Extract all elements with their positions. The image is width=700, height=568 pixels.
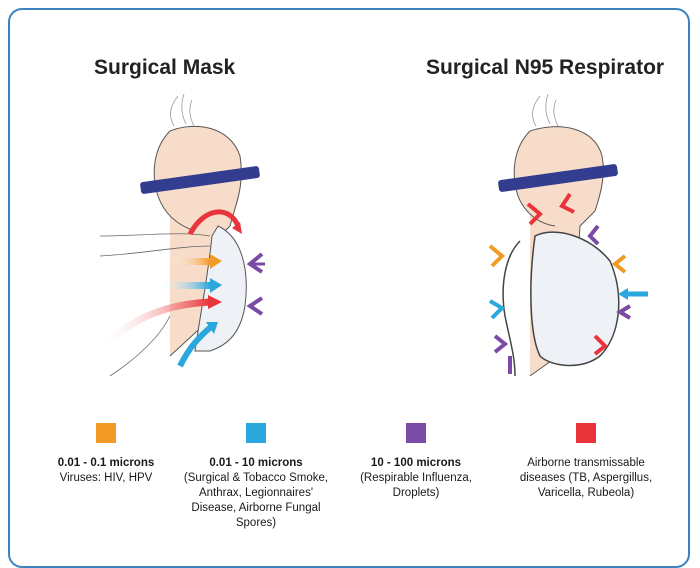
legend-range: 0.01 - 10 microns (176, 456, 336, 471)
legend-item-purple: 10 - 100 microns (Respirable Influenza, … (336, 456, 496, 501)
outflow-arrows (250, 254, 265, 314)
surgical-mask-illustration (100, 86, 270, 376)
legend-range: 0.01 - 0.1 microns (26, 456, 186, 471)
legend-swatch-purple (406, 423, 426, 443)
respirator-strap (503, 241, 520, 376)
n95-respirator-title: Surgical N95 Respirator (426, 56, 664, 80)
legend-swatch-red (576, 423, 596, 443)
legend-swatch-blue (246, 423, 266, 443)
legend-item-blue: 0.01 - 10 microns (Surgical & Tobacco Sm… (176, 456, 336, 531)
legend-description: Airborne transmissable diseases (TB, Asp… (506, 456, 666, 501)
legend-item-red: Airborne transmissable diseases (TB, Asp… (506, 456, 666, 501)
legend-swatch-orange (96, 423, 116, 443)
legend-range: 10 - 100 microns (336, 456, 496, 471)
n95-respirator-illustration (470, 86, 660, 386)
legend-description: (Surgical & Tobacco Smoke, Anthrax, Legi… (176, 471, 336, 531)
legend-item-orange: 0.01 - 0.1 microns Viruses: HIV, HPV (26, 456, 186, 486)
legend-description: (Respirable Influenza, Droplets) (336, 471, 496, 501)
surgical-mask-title: Surgical Mask (94, 56, 235, 80)
legend-description: Viruses: HIV, HPV (26, 471, 186, 486)
